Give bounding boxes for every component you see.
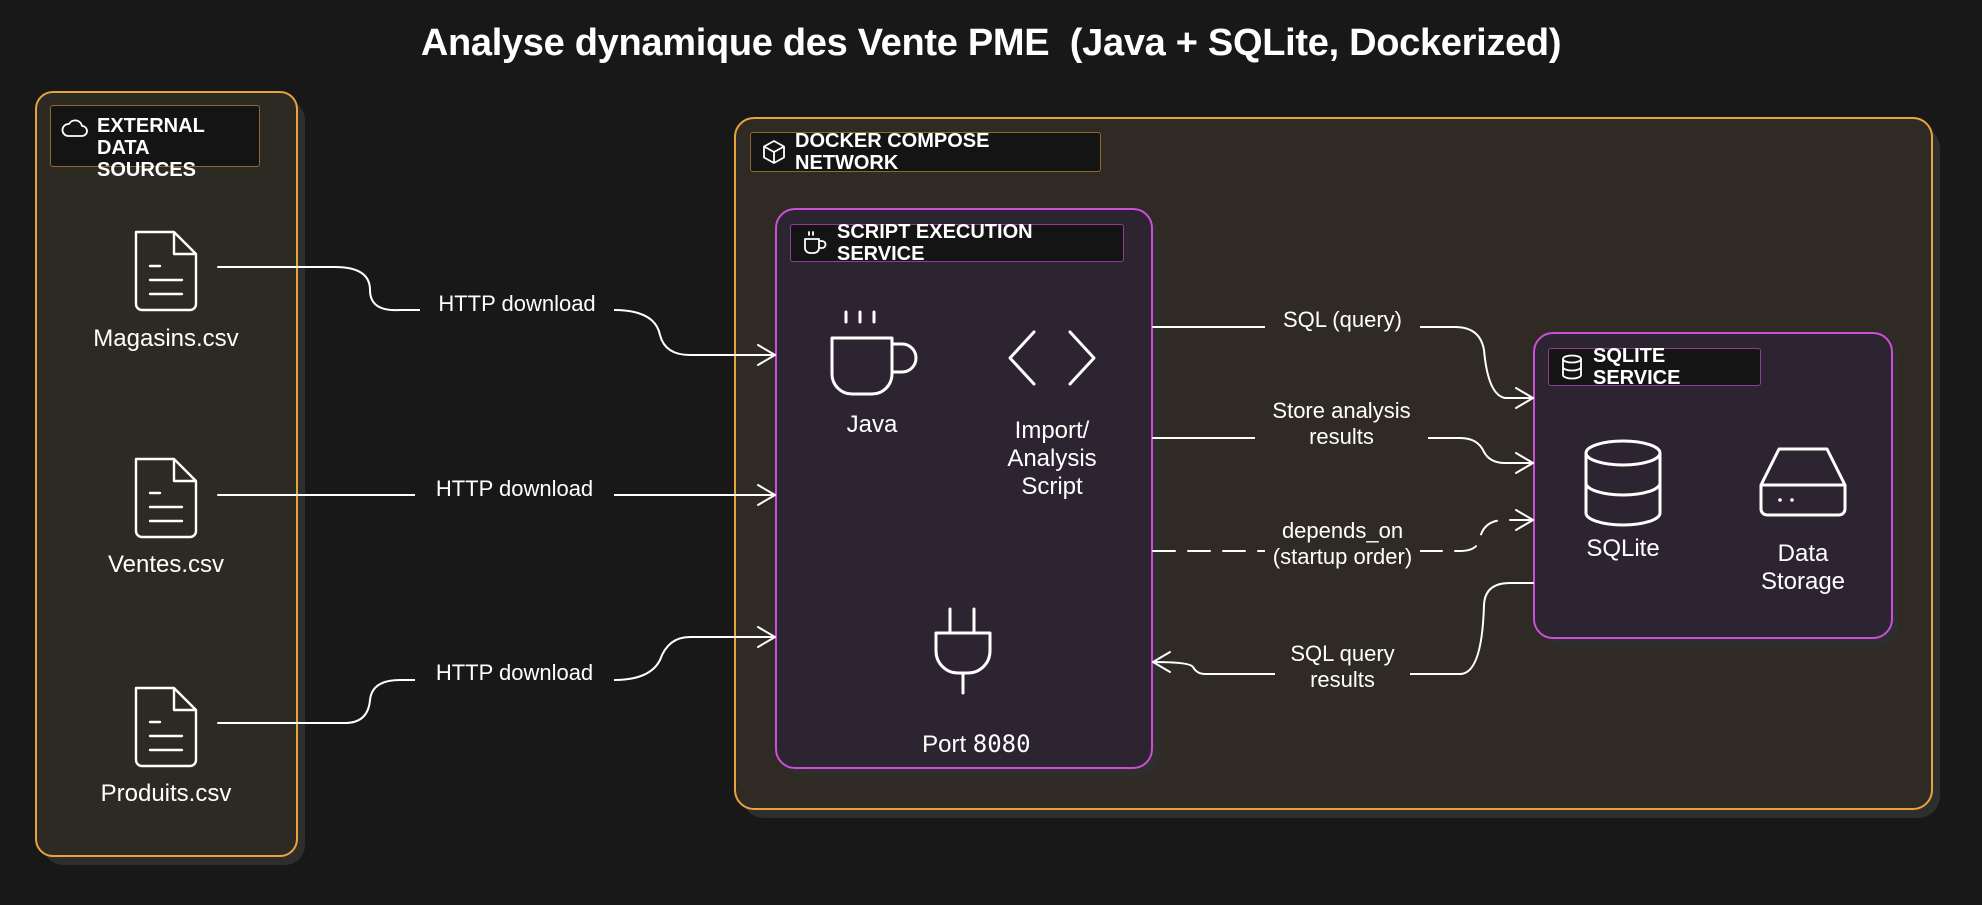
edge-label-store-results: Store analysis results — [1255, 398, 1428, 450]
sqlite-service-label-text: SQLITE SERVICE — [1593, 345, 1681, 389]
code-icon — [1008, 330, 1096, 386]
arrowhead — [757, 626, 776, 648]
sqlite-label: SQLite — [1586, 535, 1660, 562]
database-icon — [1584, 439, 1662, 527]
file-icon — [134, 230, 198, 312]
external-label-line1: EXTERNAL DATA — [97, 115, 205, 159]
script-service-label-text: SCRIPT EXECUTION SERVICE — [837, 221, 1033, 265]
edge-label-ventes-download: HTTP download — [415, 476, 614, 502]
arrowhead — [1515, 387, 1534, 409]
edge-store-results — [1152, 437, 1534, 464]
arrowhead — [1152, 651, 1171, 673]
script-execution-service-label: SCRIPT EXECUTION SERVICE — [790, 221, 1124, 265]
external-data-sources-label: EXTERNAL DATA SOURCES — [50, 105, 260, 181]
edge-label-query-results: SQL query results — [1275, 641, 1410, 693]
edge-label-produits-download: HTTP download — [415, 660, 614, 686]
edge-produits-download — [217, 636, 776, 724]
arrowhead — [757, 344, 776, 366]
edge-label-depends-on: depends_on (startup order) — [1265, 518, 1420, 570]
java-label: Java — [846, 411, 898, 438]
database-icon — [1562, 354, 1582, 380]
arrowhead — [1515, 452, 1534, 474]
docker-label-text: DOCKER COMPOSE NETWORK — [795, 130, 990, 174]
port-label-number: 8080 — [972, 730, 1031, 758]
sqlite-service-label: SQLITE SERVICE — [1548, 345, 1761, 389]
arrowhead — [757, 484, 776, 506]
cube-icon — [763, 140, 785, 164]
file-icon — [134, 457, 198, 539]
port-label-prefix: Port — [922, 731, 973, 758]
external-data-sources-group — [35, 91, 298, 857]
coffee-cup-icon — [804, 231, 827, 254]
magasins-csv-label: Magasins.csv — [93, 325, 239, 352]
port-8080-label: Port 8080 — [883, 705, 1043, 784]
edge-label-sql-query: SQL (query) — [1265, 307, 1420, 333]
edge-sql-query — [1152, 326, 1534, 399]
edge-query-results — [1152, 582, 1534, 675]
hard-drive-icon — [1759, 447, 1847, 517]
cloud-icon — [61, 119, 88, 137]
edge-magasins-download — [217, 266, 776, 356]
edge-depends-on — [1152, 519, 1534, 552]
diagram-title: Analyse dynamique des Vente PME (Java + … — [420, 22, 1562, 64]
docker-compose-network-label: DOCKER COMPOSE NETWORK — [750, 130, 1101, 174]
import-analysis-script-label: Import/ Analysis Script — [1007, 417, 1097, 500]
data-storage-label: Data Storage — [1760, 540, 1846, 595]
produits-csv-label: Produits.csv — [100, 780, 232, 807]
file-icon — [134, 686, 198, 768]
arrowhead — [1515, 509, 1534, 531]
coffee-cup-icon — [830, 310, 918, 396]
plug-icon — [934, 607, 992, 695]
ventes-csv-label: Ventes.csv — [107, 551, 225, 578]
external-label-line2: SOURCES — [97, 159, 196, 181]
edge-label-magasins-download: HTTP download — [420, 291, 614, 317]
